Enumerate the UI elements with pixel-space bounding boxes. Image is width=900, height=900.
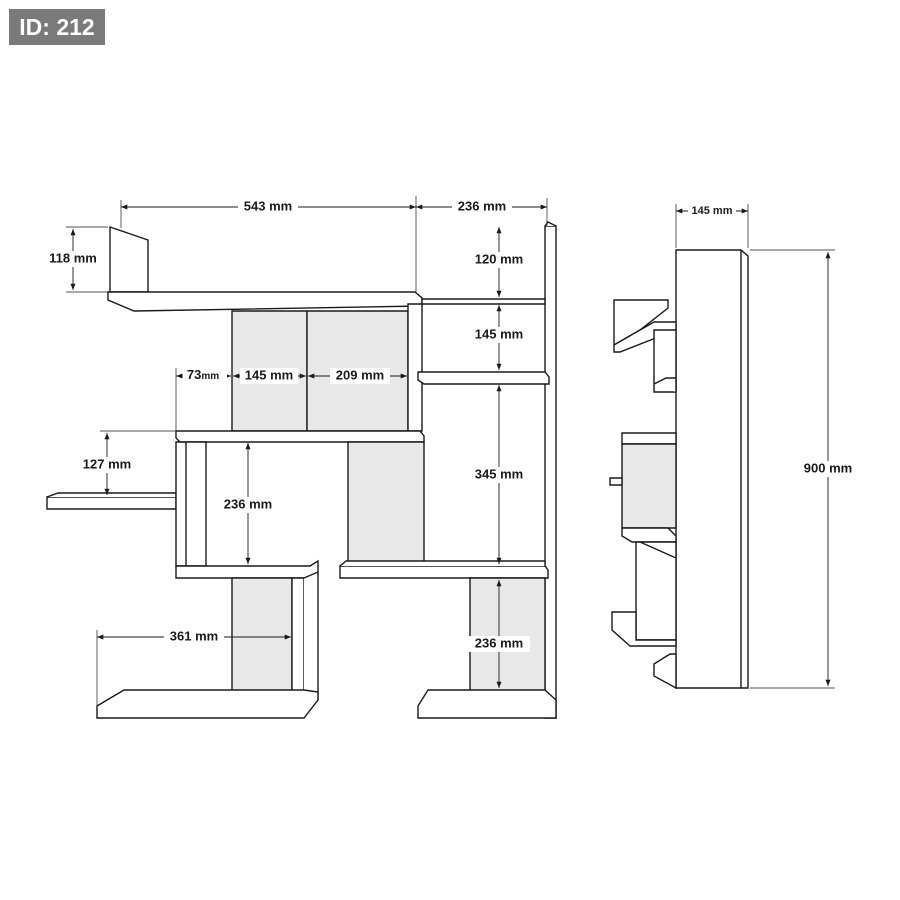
front-view: 543 mm 236 mm 118 mm 120 mm 145 mm 73mm … xyxy=(44,196,557,719)
side-shelf-4 xyxy=(611,611,677,647)
dim-145-right-label: 145 mm xyxy=(475,326,523,341)
dim-127-label: 127 mm xyxy=(83,456,131,471)
top-shelf-side xyxy=(109,226,149,293)
lower-shelf-right xyxy=(339,565,549,579)
dim-side-height-label: 118 mm xyxy=(49,250,97,265)
dim-145-mid-label: 145 mm xyxy=(245,367,293,382)
shelf-right-top xyxy=(421,298,546,305)
side-view: 145 mm 900 mm xyxy=(609,204,858,690)
dim-total-width-label: 543 mm xyxy=(244,198,292,213)
panel-mid-right xyxy=(347,441,425,563)
panel-mid-left xyxy=(175,441,207,567)
panel-bottom-1 xyxy=(231,577,293,693)
side-body xyxy=(675,249,749,689)
bottom-shelf-left xyxy=(96,689,319,719)
back-upright xyxy=(544,225,557,719)
side-dim-depth-label: 145 mm xyxy=(692,205,733,217)
dim-73-label: 73mm xyxy=(187,367,219,382)
panel-upper-3 xyxy=(407,303,423,432)
side-shelf-bottom xyxy=(653,653,677,690)
dim-236-left-label: 236 mm xyxy=(224,496,272,511)
dim-236-bottom-label: 236 mm xyxy=(475,635,523,650)
middle-shelf xyxy=(175,430,425,443)
top-shelf xyxy=(107,291,423,312)
side-top-bracket xyxy=(613,299,669,347)
left-protruding-shelf xyxy=(46,496,177,510)
panel-bottom-2 xyxy=(291,577,305,709)
side-shelf-3 xyxy=(621,527,677,543)
dim-120-label: 120 mm xyxy=(475,251,523,266)
dim-361-label: 361 mm xyxy=(170,628,218,643)
dim-depth-top-label: 236 mm xyxy=(458,198,506,213)
side-shelf-2 xyxy=(621,432,677,445)
dim-345-label: 345 mm xyxy=(475,466,523,481)
dim-209-label: 209 mm xyxy=(336,367,384,382)
bottom-shelf-right xyxy=(417,689,557,719)
id-badge: ID: 212 xyxy=(9,9,105,45)
shelf-right-mid xyxy=(417,371,550,385)
side-dim-height-label: 900 mm xyxy=(804,460,852,475)
